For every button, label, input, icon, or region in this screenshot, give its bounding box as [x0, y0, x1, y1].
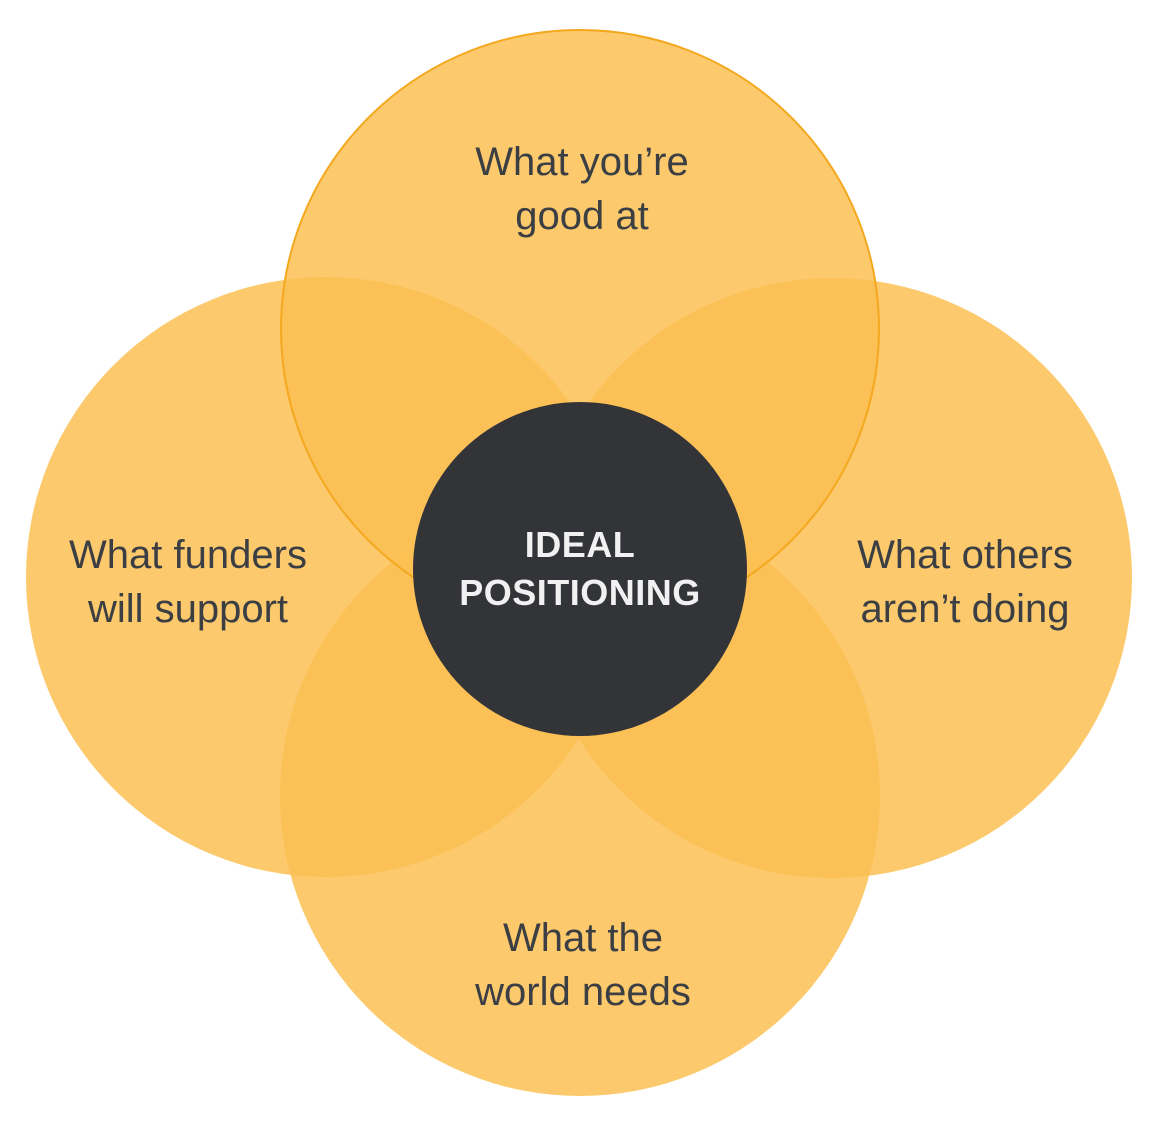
label-others-line-1: What others — [857, 533, 1073, 577]
label-others-line-2: aren’t doing — [860, 587, 1070, 631]
label-good-at: What you’re good at — [475, 135, 688, 243]
label-good-at-line-2: good at — [515, 194, 649, 238]
center-circle-title: IDEAL POSITIONING — [459, 521, 701, 617]
label-world-needs: What the world needs — [475, 911, 691, 1019]
center-title-line-1: IDEAL — [524, 524, 636, 565]
label-others: What others aren’t doing — [857, 528, 1073, 636]
label-funders-line-2: will support — [87, 587, 289, 631]
label-world-needs-line-1: What the — [502, 916, 664, 960]
label-funders-line-1: What funders — [69, 533, 307, 577]
label-world-needs-line-2: world needs — [475, 970, 691, 1014]
label-funders: What funders will support — [69, 528, 307, 636]
center-circle: IDEAL POSITIONING — [413, 402, 747, 736]
label-good-at-line-1: What you’re — [475, 140, 689, 184]
center-title-line-2: POSITIONING — [459, 572, 701, 613]
